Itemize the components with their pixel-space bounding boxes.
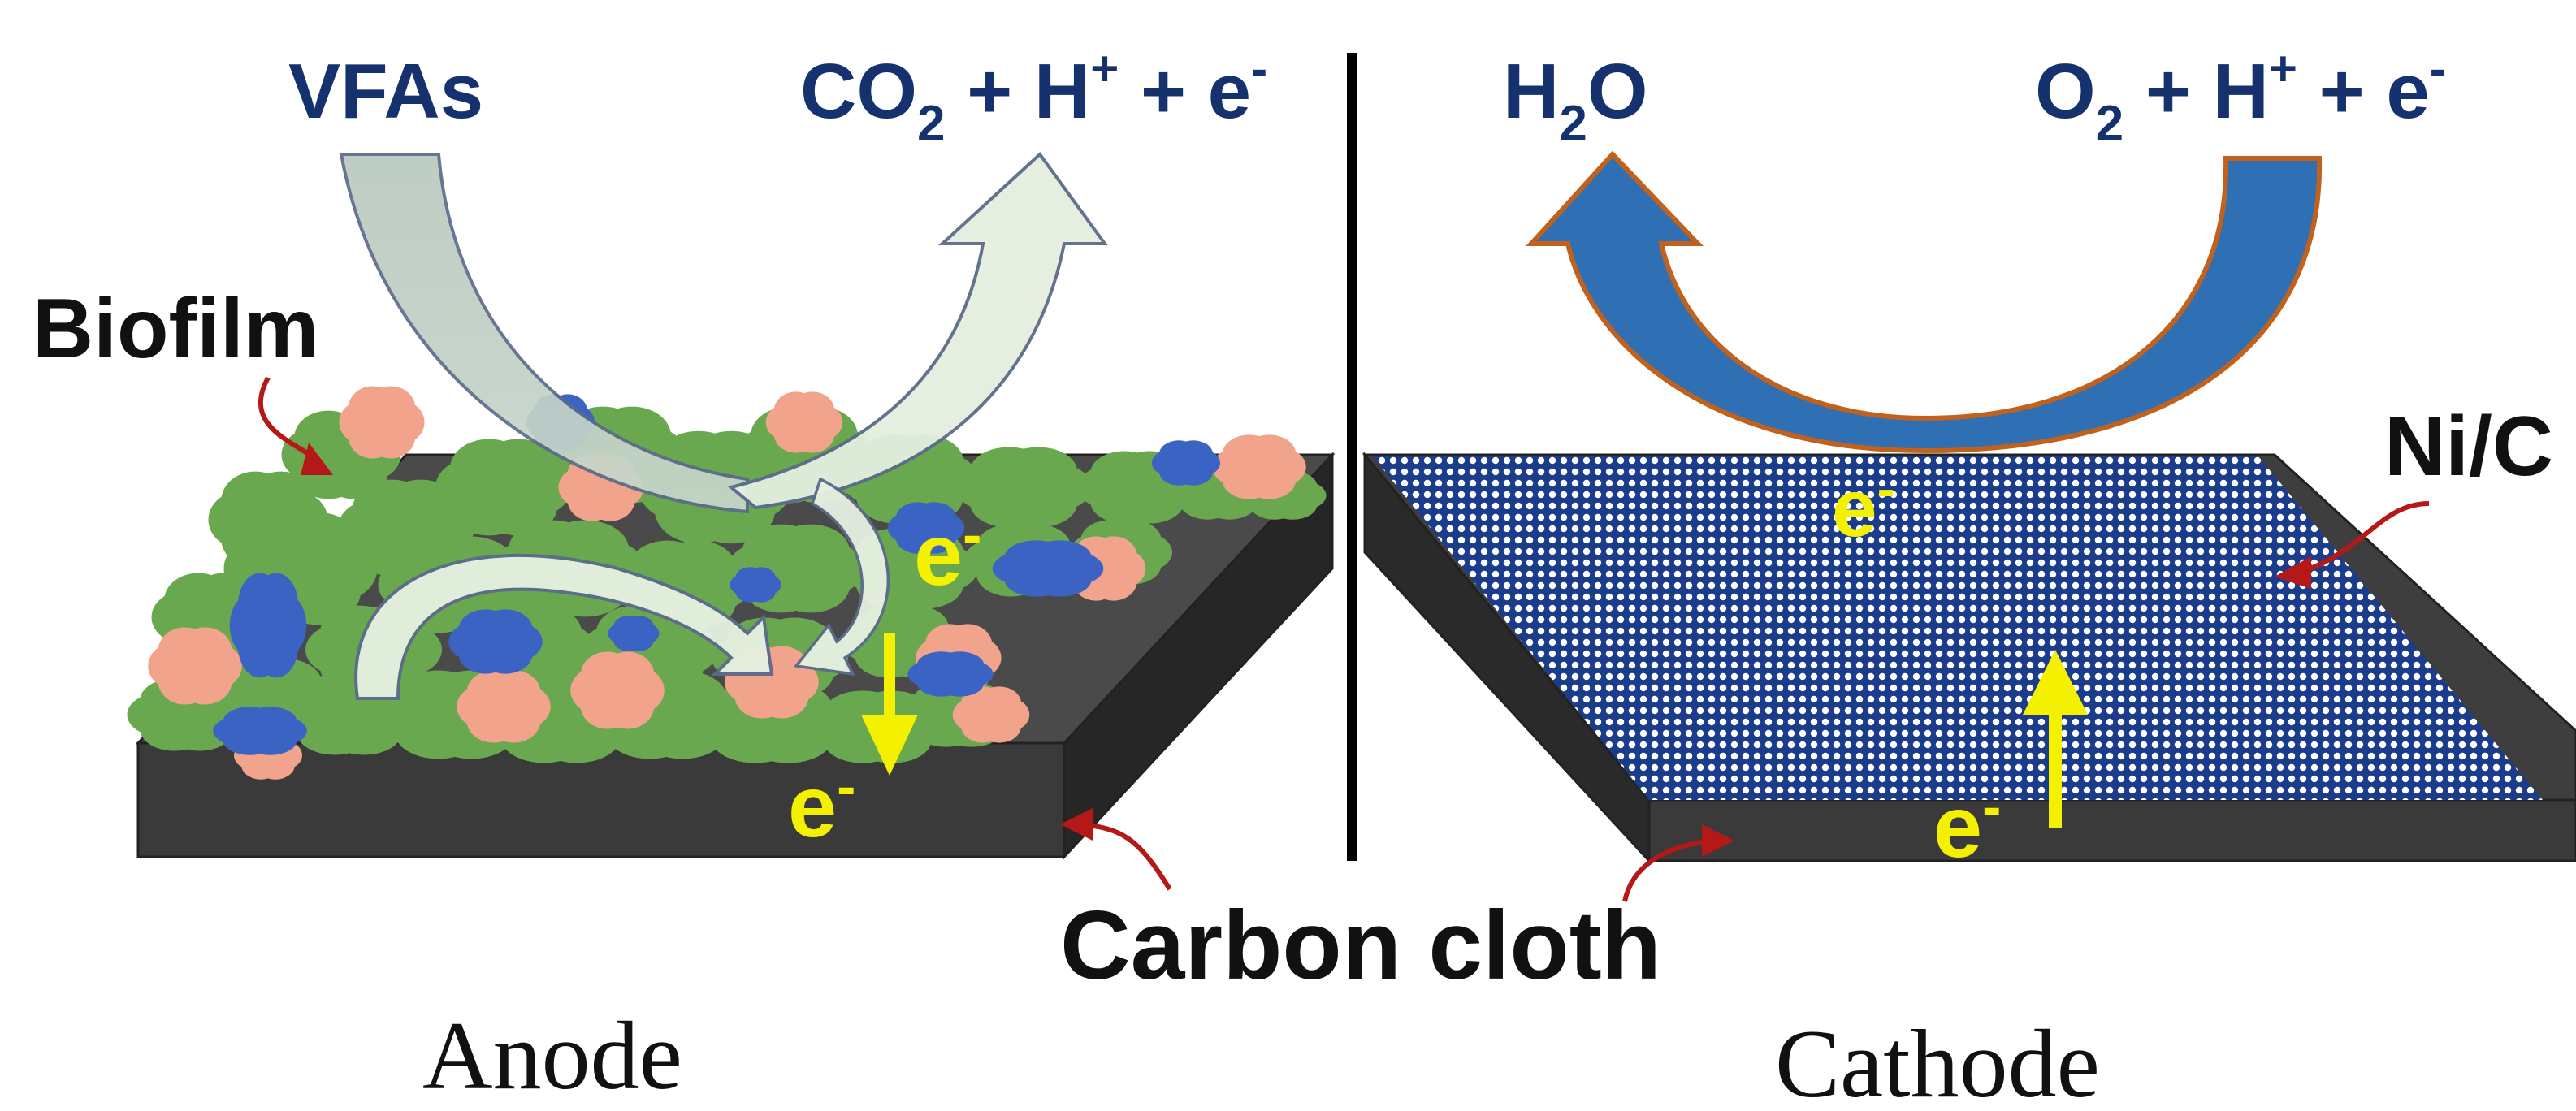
- oxygen-reactants-label: O2 + H+ + e-: [2035, 41, 2446, 152]
- biofilm-cell-blue: [1152, 440, 1220, 486]
- biofilm-cell-pink: [952, 686, 1030, 743]
- vfas-label: VFAs: [288, 48, 483, 135]
- biofilm-cell-blue: [992, 540, 1104, 597]
- cathode-reaction-arrow: [1526, 150, 2323, 454]
- water-label: H2O: [1503, 48, 1647, 152]
- co2-products-label: CO2 + H+ + e-: [800, 41, 1267, 152]
- biofilm-cell-blue: [229, 573, 307, 678]
- biofilm-cell-blue: [907, 651, 994, 697]
- vfa-flow-arrow: [339, 153, 749, 514]
- cathode-electron-bottom: e-: [1933, 775, 2001, 875]
- carbon-cloth-label: Carbon cloth: [1060, 891, 1661, 1000]
- anode-title: Anode: [422, 1001, 682, 1107]
- biofilm-cell-blue: [448, 609, 543, 674]
- cathode-title: Cathode: [1775, 1009, 2100, 1107]
- biofilm-cell-green: [1077, 451, 1197, 524]
- biofilm-cell-pink: [725, 646, 819, 719]
- biofilm-cell-pink: [339, 386, 425, 459]
- carbon-cloth-pointer-anode: [1060, 808, 1172, 891]
- biofilm-cell-pink: [1212, 434, 1306, 499]
- biofilm-cell-blue: [608, 616, 660, 651]
- internal-flow-arrow: [354, 553, 774, 700]
- biofilm-cell-pink: [570, 651, 665, 729]
- return-flow-arrow: [793, 477, 890, 677]
- biofilm-pointer: [258, 376, 333, 475]
- biofilm-cell-blue: [887, 502, 965, 554]
- carbon-cloth-pointer-cathode: [1622, 824, 1734, 902]
- biofilm-label: Biofilm: [32, 282, 318, 376]
- biofilm-cell-green: [208, 471, 328, 568]
- nic-catalyst-layer: [1373, 456, 2543, 800]
- biofilm-cell-pink: [148, 627, 242, 705]
- biofilm-cell-green: [435, 439, 572, 536]
- nic-label: Ni/C: [2384, 400, 2553, 494]
- biofilm-cell-blue: [730, 567, 781, 603]
- co2-flow-arrow: [727, 152, 1108, 510]
- biofilm-cell-pink: [765, 391, 843, 453]
- anode-electron-lower: e-: [788, 754, 855, 855]
- biofilm-cell-blue: [213, 707, 307, 755]
- biofilm-cell-green: [955, 447, 1092, 528]
- nic-pointer: [2275, 501, 2430, 589]
- cathode-electron-arrow: [2023, 650, 2088, 828]
- anode-electron-upper: e-: [914, 503, 981, 603]
- biofilm-cell-pink: [457, 670, 551, 743]
- anode-electron-arrow: [861, 633, 918, 776]
- cathode-electron-top: e-: [1832, 458, 1895, 554]
